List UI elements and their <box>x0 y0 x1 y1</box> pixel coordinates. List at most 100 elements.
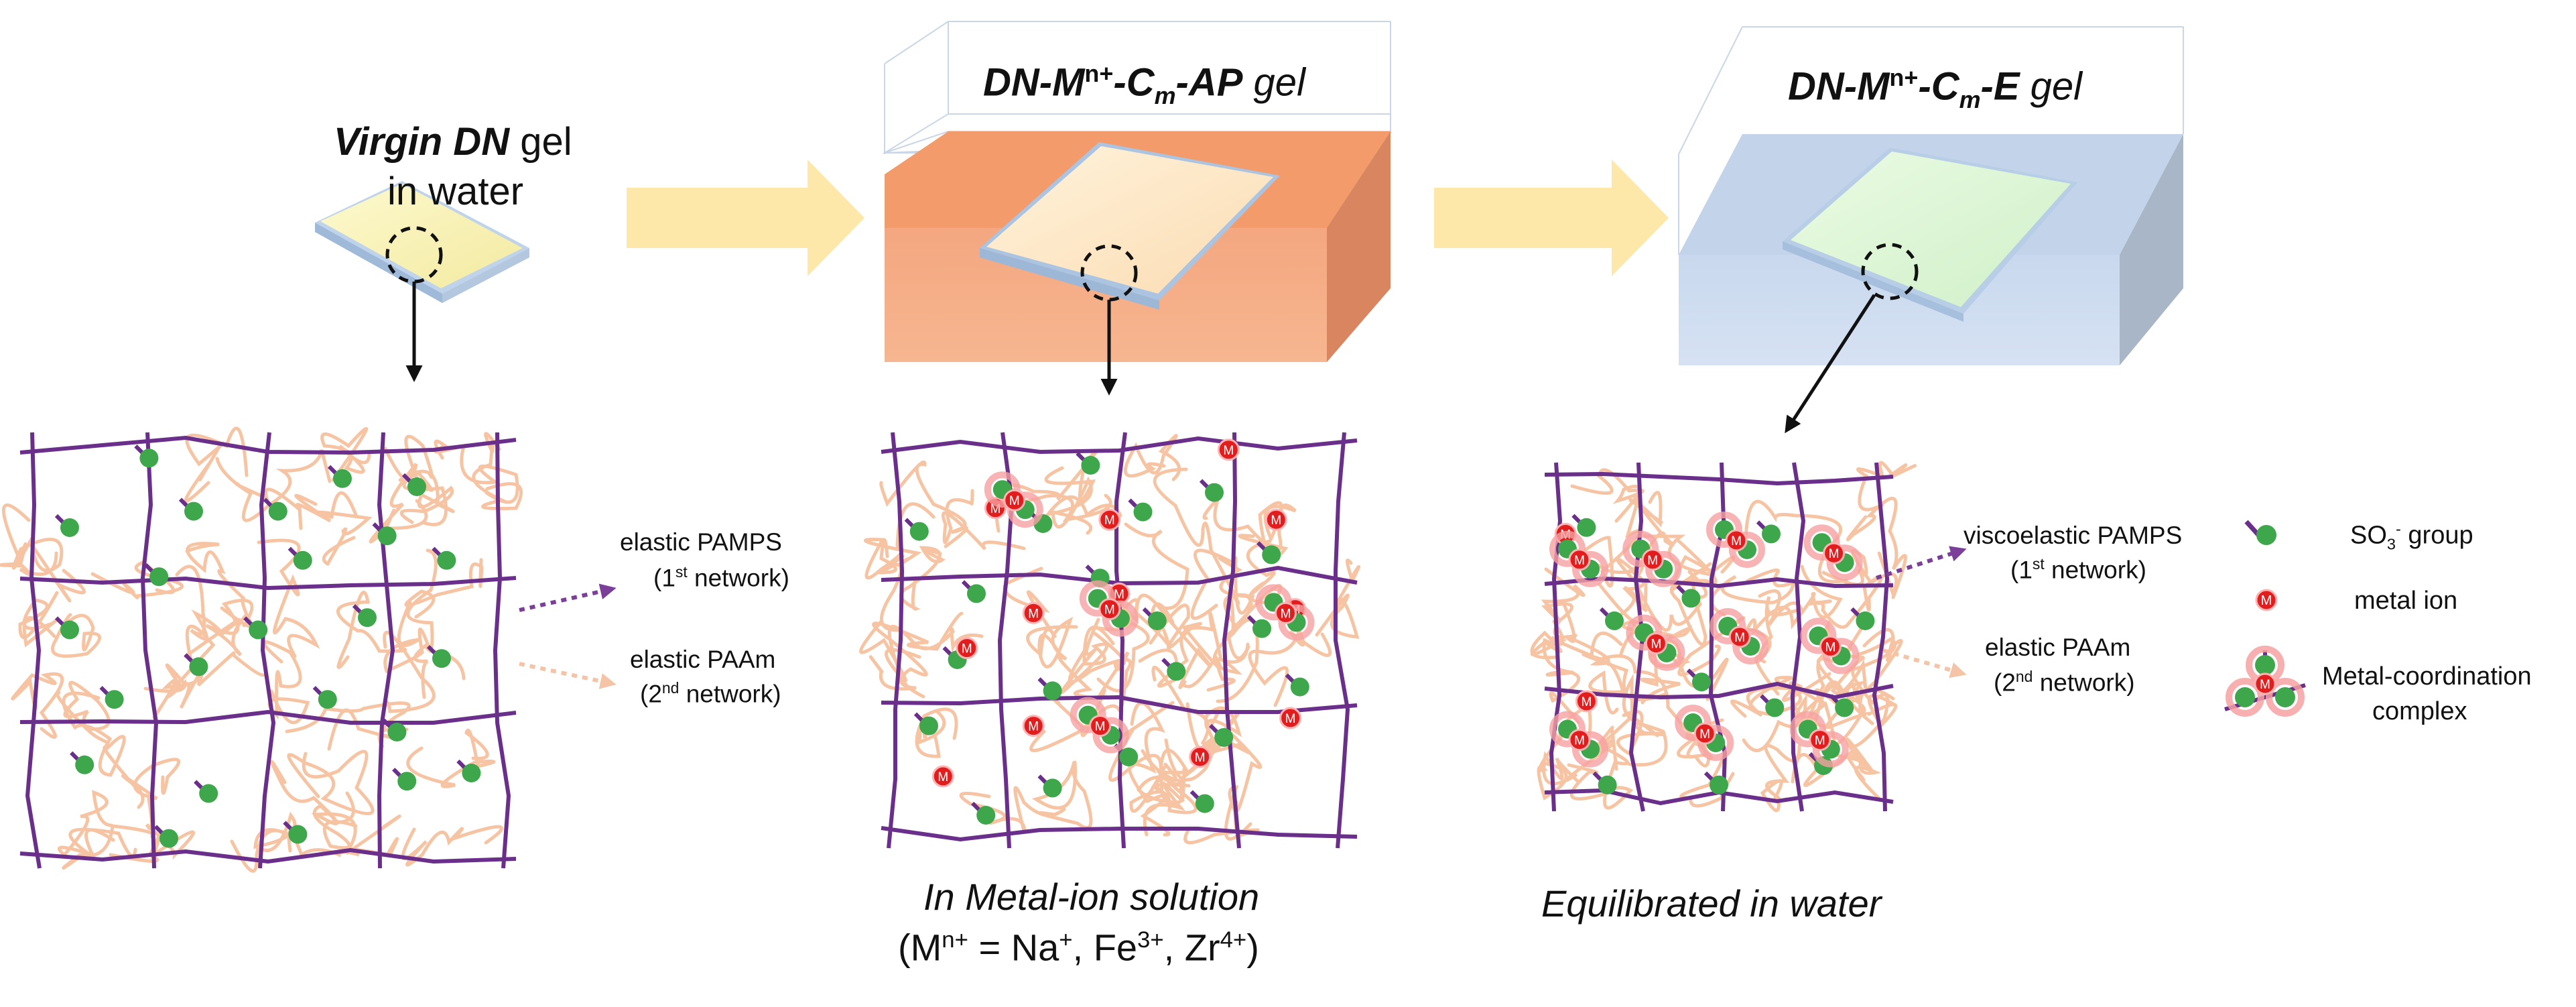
paam-coil <box>1782 672 1898 729</box>
legend-complex-label-line1: Metal-coordination <box>2322 662 2532 691</box>
paam-coil <box>1031 760 1093 830</box>
s2t-b: -C <box>1113 60 1155 105</box>
so3-group <box>358 608 377 628</box>
label-paam-1-line2: (2nd network) <box>640 680 781 708</box>
paam-coil <box>1758 589 1804 664</box>
s2t-c: -AP <box>1175 60 1243 105</box>
so3-group <box>1133 502 1153 522</box>
so3-group <box>1856 611 1875 630</box>
so3-group <box>1205 483 1224 502</box>
paam-coil <box>884 624 984 678</box>
so3-group <box>437 550 456 570</box>
so3-group <box>268 501 287 521</box>
metal-ion <box>1725 529 1748 552</box>
pamps-chain <box>493 432 511 869</box>
stage1-title: Virgin DN gel <box>334 123 572 162</box>
paam-coil <box>406 728 496 788</box>
metal-ion <box>1568 548 1591 571</box>
metal-ion-symbol: M <box>1028 720 1039 734</box>
so3-group <box>909 522 929 541</box>
c2e: , Fe <box>1072 926 1138 969</box>
metal-ion-symbol: M <box>1271 514 1281 528</box>
pamps-chain <box>258 432 276 869</box>
label-pamps-3-line2: (1st network) <box>2010 556 2146 583</box>
s3t-a: DN-M <box>1788 64 1890 109</box>
so3-group <box>139 449 159 468</box>
paam-coil <box>336 591 407 669</box>
legend-complex-halo <box>2226 678 2264 717</box>
l4c: network) <box>2033 668 2135 697</box>
so3-group <box>60 518 79 537</box>
zoom-marker-3 <box>1785 243 1919 434</box>
so3-group <box>432 649 451 668</box>
s3t-d: gel <box>2019 64 2083 109</box>
l2c: network) <box>679 680 781 708</box>
so3-group <box>462 764 481 782</box>
so3-group <box>1692 672 1711 692</box>
paam-coil <box>230 811 297 873</box>
l1b: st <box>675 563 688 581</box>
so3-group <box>184 501 203 521</box>
legend-metal-ion-label: metal ion <box>2354 587 2458 615</box>
paam-coil <box>1807 575 1883 629</box>
s3t-c: -E <box>1980 64 2020 109</box>
paam-coil <box>472 432 523 510</box>
metal-ion <box>1575 690 1598 713</box>
metal-ion-symbol: M <box>1574 734 1585 748</box>
legend-complex-so3 <box>2255 655 2275 675</box>
metal-ion <box>1265 508 1287 531</box>
legend-so3-symbol <box>2244 520 2276 545</box>
so3-group <box>149 567 169 587</box>
metal-ion <box>1819 635 1842 658</box>
so3-group <box>1147 611 1167 630</box>
so3-group <box>1598 775 1617 794</box>
paam-coil <box>121 758 181 809</box>
so3-group <box>967 584 986 603</box>
paam-coil <box>1730 676 1802 718</box>
metal-ion-symbol: M <box>1114 587 1124 601</box>
pamps-chain <box>1544 471 1894 486</box>
metal-ion-symbol: M <box>1009 494 1020 508</box>
pamps-chain <box>25 432 42 869</box>
paam-coil <box>1570 468 1645 523</box>
so3-group <box>318 690 337 709</box>
pamps-chain <box>19 847 517 864</box>
pamps-chain <box>19 709 517 725</box>
metal-ion-symbol: M <box>1647 554 1658 568</box>
stage2-title: DN-Mn+-Cm-AP gel <box>983 62 1305 108</box>
metal-ion-symbol: M <box>1281 607 1291 621</box>
pamps-chain <box>19 576 517 591</box>
metal-ion-symbol: M <box>1195 751 1206 765</box>
paam-coil <box>1856 461 1917 512</box>
metal-ion-symbol: M <box>1699 727 1710 742</box>
paam-coil <box>1567 731 1634 810</box>
metal-ion <box>1189 746 1212 768</box>
paam-coil <box>859 619 917 691</box>
metal-ion-symbol: M <box>2260 678 2270 692</box>
metal-ion <box>1809 729 1831 752</box>
paam-coil <box>404 558 484 619</box>
label-pamps-1-line2: (1st network) <box>653 563 789 592</box>
so3-group <box>333 469 352 488</box>
s3t-sup: n+ <box>1889 64 1919 91</box>
legend-complex-chain <box>2224 683 2306 711</box>
l1c: network) <box>687 564 789 592</box>
stage2-caption-line2: (Mn+ = Na+, Fe3+, Zr4+) <box>898 929 1259 967</box>
metal-ion <box>1098 598 1121 621</box>
zoom-marker-1 <box>385 226 443 382</box>
stage3-caption: Equilibrated in water <box>1541 882 1882 925</box>
paam-coil <box>1199 706 1252 755</box>
metal-ion-symbol: M <box>1574 554 1585 568</box>
metal-ion-symbol: M <box>1734 631 1745 645</box>
metal-ion <box>1275 601 1297 624</box>
metal-ion-symbol: M <box>1285 712 1296 726</box>
so3-group <box>407 477 426 496</box>
c2f: 3+ <box>1137 927 1164 953</box>
paam-coil <box>879 460 968 548</box>
process-arrow-1 <box>627 160 864 276</box>
label-paam-1-line1: elastic PAAm <box>630 646 776 673</box>
metal-ion-symbol: M <box>1651 638 1661 652</box>
so3-group <box>1195 794 1214 813</box>
metal-ion <box>1693 722 1716 745</box>
c2i: ) <box>1246 926 1259 969</box>
